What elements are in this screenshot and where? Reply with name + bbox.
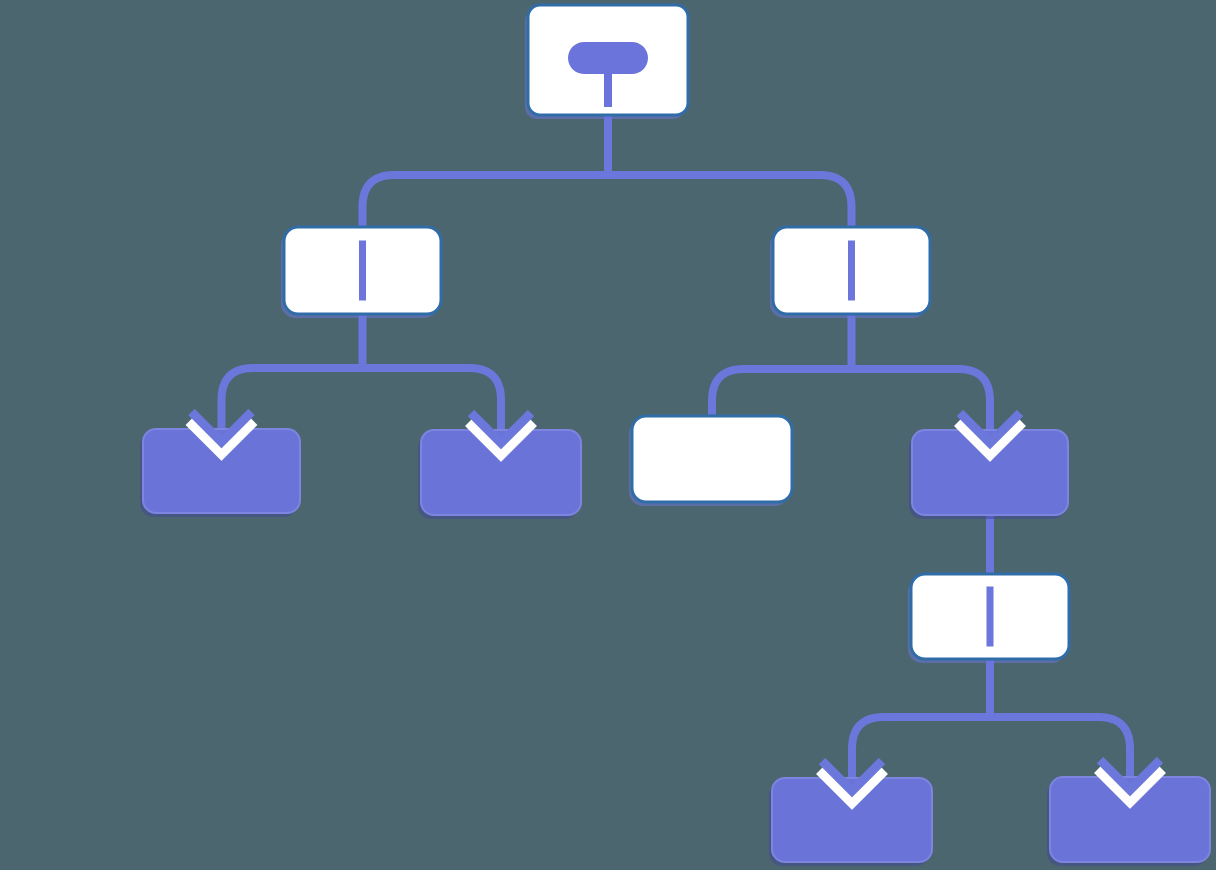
leaf-node-4-box[interactable]	[1049, 776, 1211, 863]
arrow-head-chevron	[467, 409, 535, 450]
arrow-white-chevron	[1094, 763, 1166, 809]
arrow-white-chevron	[465, 416, 537, 462]
pass-through-bar-icon	[848, 240, 855, 301]
arrow-head-chevron	[1096, 756, 1164, 797]
double-chevron-down-icon[interactable]	[185, 408, 258, 461]
plain-node-box[interactable]	[630, 414, 794, 504]
edges-layer	[217, 115, 1134, 788]
collapsed-node-box[interactable]	[911, 429, 1069, 516]
connector-edge	[608, 171, 856, 239]
leaf-node-3	[769, 777, 933, 866]
connector-edge	[708, 365, 852, 428]
arrow-white-chevron	[816, 764, 888, 810]
connector-edge	[990, 713, 1134, 787]
connector-edge	[362, 364, 505, 440]
leaf-node-4	[1047, 776, 1211, 866]
plain-node	[629, 414, 794, 506]
double-chevron-down-icon[interactable]	[1094, 756, 1166, 809]
pass-through-bar-icon	[986, 586, 994, 647]
connector-edge	[848, 713, 990, 788]
branch-node-right	[770, 225, 932, 318]
nodes-layer	[140, 3, 1211, 866]
arrow-white-chevron	[185, 415, 258, 461]
arrows-layer	[185, 408, 1166, 810]
branch-node-bottom	[908, 572, 1071, 663]
arrow-white-chevron	[954, 416, 1026, 462]
double-chevron-down-icon[interactable]	[954, 409, 1026, 462]
double-chevron-down-icon[interactable]	[465, 409, 537, 462]
branch-node-left	[281, 225, 443, 318]
collapsed-node	[909, 429, 1069, 519]
root-node	[525, 3, 690, 119]
arrow-head-chevron	[818, 757, 886, 798]
leaf-node-3-box[interactable]	[771, 777, 933, 863]
leaf-node-1-box[interactable]	[142, 428, 301, 514]
root-pill-icon	[568, 42, 648, 74]
leaf-node-2	[418, 429, 582, 519]
arrow-head-chevron	[956, 409, 1024, 450]
pass-through-bar-icon	[359, 240, 366, 301]
connector-edge	[217, 364, 363, 439]
connector-edge	[358, 171, 608, 239]
double-chevron-down-icon[interactable]	[816, 757, 888, 810]
root-pill-stem	[604, 73, 612, 107]
leaf-node-2-box[interactable]	[420, 429, 582, 516]
connector-edge	[851, 365, 994, 440]
arrow-head-chevron	[188, 408, 255, 449]
leaf-node-1	[140, 428, 301, 517]
